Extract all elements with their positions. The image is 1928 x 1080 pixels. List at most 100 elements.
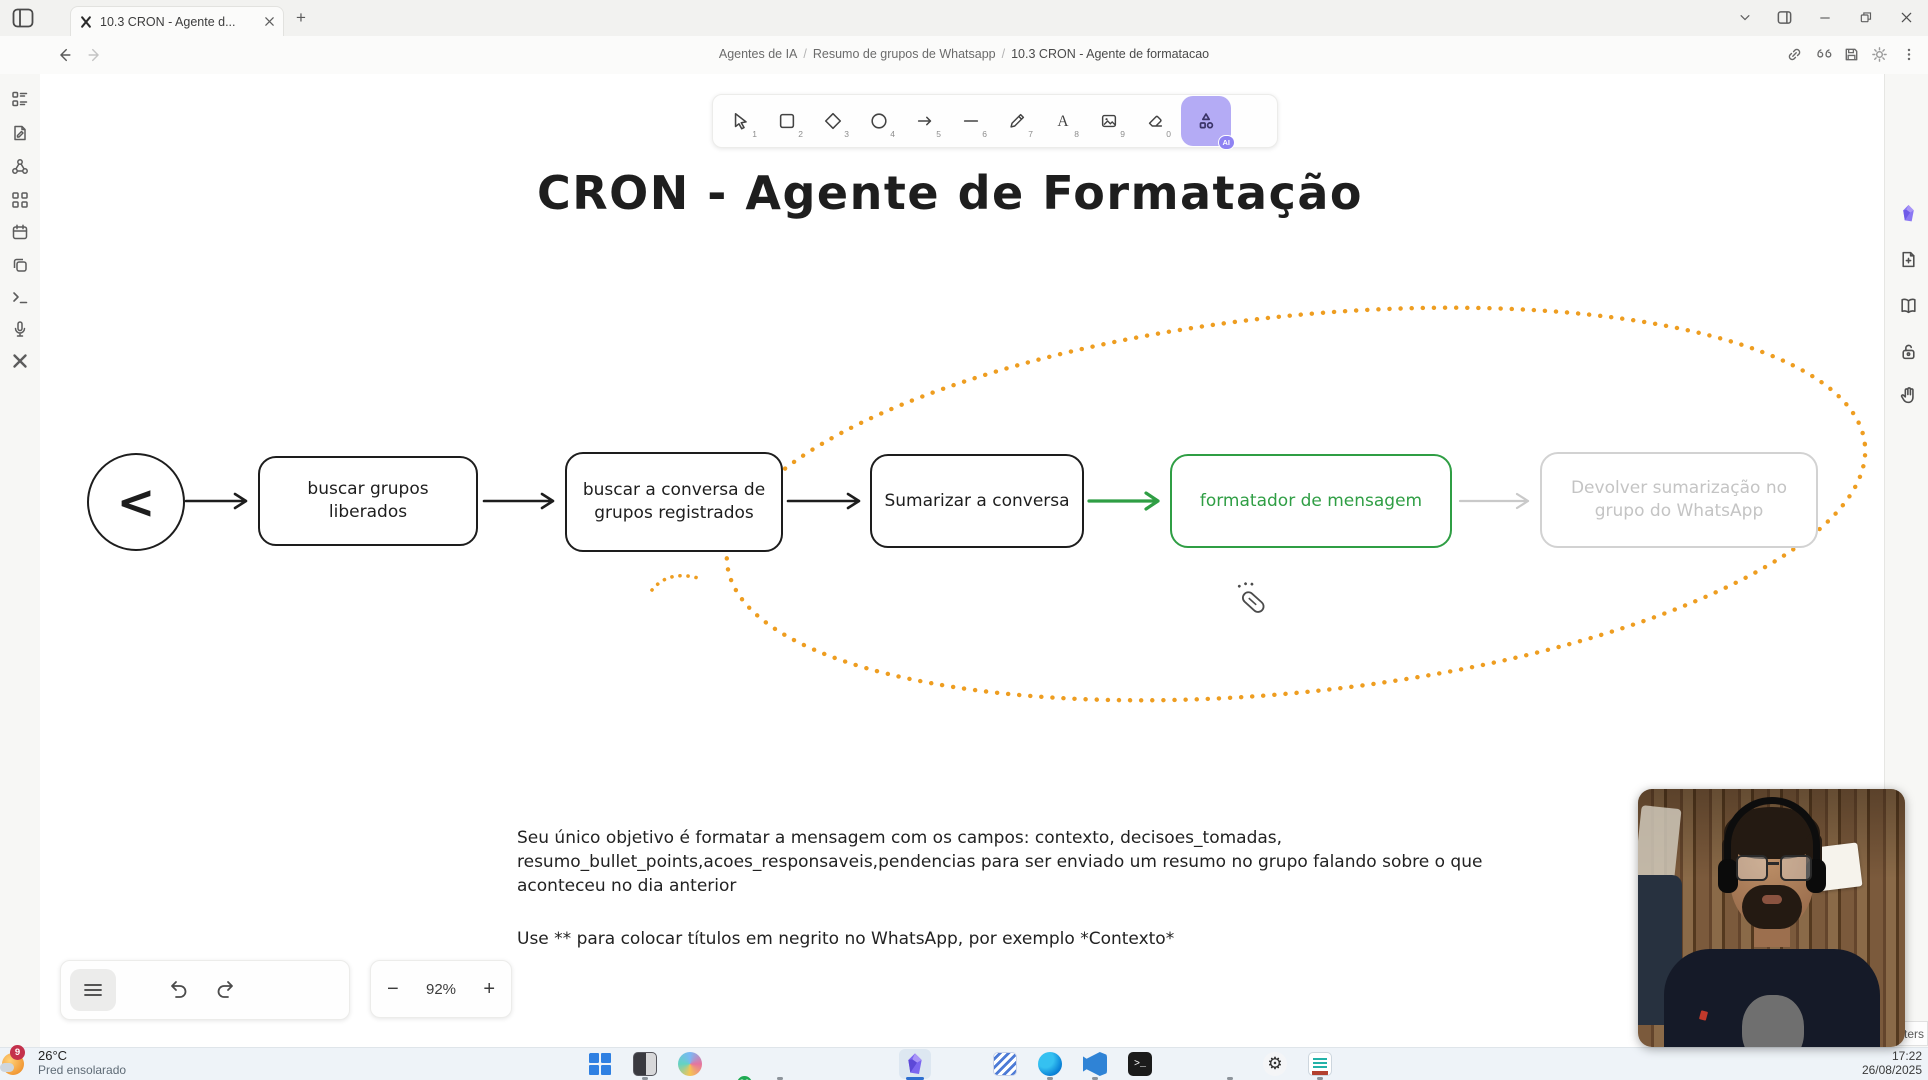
note-paragraph: Seu único objetivo é formatar a mensagem…	[517, 828, 1483, 896]
obsidian-gem-icon[interactable]	[1899, 204, 1918, 223]
tab-list-chevron-icon[interactable]	[1738, 11, 1752, 25]
back-icon[interactable]	[56, 47, 73, 63]
whatsapp-badge: 20	[737, 1076, 752, 1080]
new-tab-button[interactable]: +	[296, 8, 306, 27]
ai-badge: AI	[1217, 135, 1235, 150]
split-view-icon[interactable]	[1776, 9, 1793, 26]
calendar-icon[interactable]	[11, 223, 29, 241]
tool-ellipse[interactable]: 4	[859, 101, 899, 141]
excalidraw-tools-icon[interactable]	[11, 352, 29, 370]
more-options-icon[interactable]	[1901, 46, 1917, 63]
running-indicator	[1092, 1077, 1098, 1080]
hamburger-menu-button[interactable]	[70, 969, 116, 1011]
left-ribbon	[0, 74, 41, 1047]
quote-icon[interactable]	[1814, 46, 1832, 63]
save-icon[interactable]	[1843, 46, 1860, 63]
tool-text[interactable]: A 8	[1057, 113, 1079, 139]
zoom-in-button[interactable]: +	[483, 977, 495, 1000]
sync-settings-icon[interactable]	[1871, 46, 1888, 63]
excalidraw-tab-icon	[81, 15, 91, 28]
excalidraw-canvas[interactable]: 1 2 3 4 5 6 7	[40, 74, 1884, 1047]
weather-sun-icon: 9	[0, 1044, 28, 1077]
tool-arrow[interactable]: 5	[905, 101, 945, 141]
unlock-icon[interactable]	[1899, 342, 1918, 361]
taskbar-copilot-icon[interactable]	[678, 1052, 702, 1076]
note-paragraph: Use ** para colocar títulos em negrito n…	[517, 929, 1175, 949]
gray-arrow	[1458, 492, 1530, 510]
minimize-icon[interactable]	[1818, 11, 1832, 25]
running-indicator-active	[906, 1077, 924, 1080]
flow-node-formatador[interactable]: formatador de mensagem	[1170, 454, 1452, 548]
flow-start-node[interactable]: <	[87, 453, 185, 551]
flow-node-buscar-grupos[interactable]: buscar grupos liberados	[258, 456, 478, 546]
person-mouth	[1762, 895, 1782, 904]
graph-view-icon[interactable]	[11, 158, 29, 176]
terminal-icon[interactable]	[11, 288, 29, 306]
restore-icon[interactable]	[1858, 10, 1873, 25]
breadcrumb-item[interactable]: Resumo de grupos de Whatsapp	[812, 47, 996, 61]
canvas-menu-island	[60, 960, 350, 1020]
flow-node-sumarizar[interactable]: Sumarizar a conversa	[870, 454, 1084, 548]
flow-node-buscar-conversa[interactable]: buscar a conversa de grupos registrados	[565, 452, 783, 552]
toggle-left-sidebar-icon[interactable]	[12, 8, 34, 28]
running-indicator	[1227, 1077, 1233, 1080]
orange-dotted-ellipse	[724, 305, 1868, 703]
laser-pointer-cursor	[1237, 582, 1265, 613]
taskbar-terminal-icon[interactable]	[1128, 1052, 1152, 1076]
tab-title: 10.3 CRON - Agente d...	[100, 14, 236, 29]
zoom-out-button[interactable]: −	[387, 977, 399, 1000]
orange-dotted-knot	[650, 573, 700, 592]
tool-image[interactable]: 9	[1089, 101, 1129, 141]
webcam-overlay	[1638, 789, 1905, 1047]
glasses-bridge	[1767, 862, 1779, 865]
quick-switcher-icon[interactable]	[11, 90, 29, 108]
taskbar-obsidian-icon[interactable]	[903, 1052, 927, 1076]
pan-hand-icon[interactable]	[1899, 386, 1918, 405]
board-notes: Seu único objetivo é formatar a mensagem…	[517, 826, 1507, 980]
breadcrumb-item[interactable]: Agentes de IA	[718, 47, 798, 61]
taskbar-weather-widget[interactable]: 9 26°C Pred ensolarado	[0, 1044, 1928, 1077]
taskbar-settings-icon[interactable]	[1263, 1052, 1287, 1076]
link-icon[interactable]	[1786, 46, 1803, 63]
tool-rectangle[interactable]: 2	[767, 101, 807, 141]
redo-button[interactable]	[214, 977, 240, 1003]
note-edit-icon[interactable]	[11, 124, 29, 142]
tool-diamond[interactable]: 3	[813, 101, 853, 141]
undo-button[interactable]	[164, 977, 190, 1003]
windows-taskbar: 9 26°C Pred ensolarado 20	[0, 1044, 1928, 1080]
forward-icon[interactable]	[86, 47, 103, 63]
tool-more-shapes[interactable]: AI	[1181, 96, 1235, 150]
clock-date: 26/08/2025	[1861, 1063, 1922, 1077]
duplicate-icon[interactable]	[11, 256, 29, 274]
microphone-icon[interactable]	[11, 320, 29, 338]
running-indicator	[1047, 1077, 1053, 1080]
webcam-foreground-blob	[1742, 995, 1804, 1047]
tab-bar: 10.3 CRON - Agente d... +	[0, 0, 1928, 37]
headphones-band	[1724, 797, 1820, 867]
weather-condition: Pred ensolarado	[38, 1063, 127, 1077]
taskbar-start-icon[interactable]	[588, 1052, 614, 1078]
taskbar-app-icon-striped[interactable]	[993, 1052, 1017, 1076]
person-beard	[1742, 885, 1802, 929]
flow-node-devolver[interactable]: Devolver sumarização no grupo do WhatsAp…	[1540, 452, 1818, 548]
reading-mode-icon[interactable]	[1899, 296, 1918, 315]
clock-time: 17:22	[1891, 1049, 1922, 1063]
tool-selection[interactable]: 1	[721, 101, 761, 141]
tool-line[interactable]: 6	[963, 120, 987, 139]
close-icon[interactable]	[1899, 10, 1914, 25]
taskbar-notepad-icon[interactable]	[1308, 1052, 1332, 1076]
taskbar-edge-icon[interactable]	[1038, 1052, 1062, 1076]
taskbar-app-icon-dark[interactable]	[633, 1052, 657, 1076]
taskbar-clock[interactable]: 17:22 26/08/2025	[1862, 1049, 1922, 1077]
canvas-icon[interactable]	[11, 191, 29, 209]
zoom-level[interactable]: 92%	[425, 980, 457, 998]
tab-active[interactable]: 10.3 CRON - Agente d...	[70, 6, 284, 36]
webcam-wall-patch	[1638, 805, 1682, 879]
tab-close-icon[interactable]	[264, 16, 275, 27]
tool-draw[interactable]: 7	[997, 101, 1037, 141]
tool-eraser[interactable]: 0	[1135, 101, 1175, 141]
new-file-icon[interactable]	[1899, 250, 1918, 269]
glasses-lens	[1736, 855, 1768, 881]
breadcrumb-current: 10.3 CRON - Agente de formatacao	[1011, 47, 1210, 61]
